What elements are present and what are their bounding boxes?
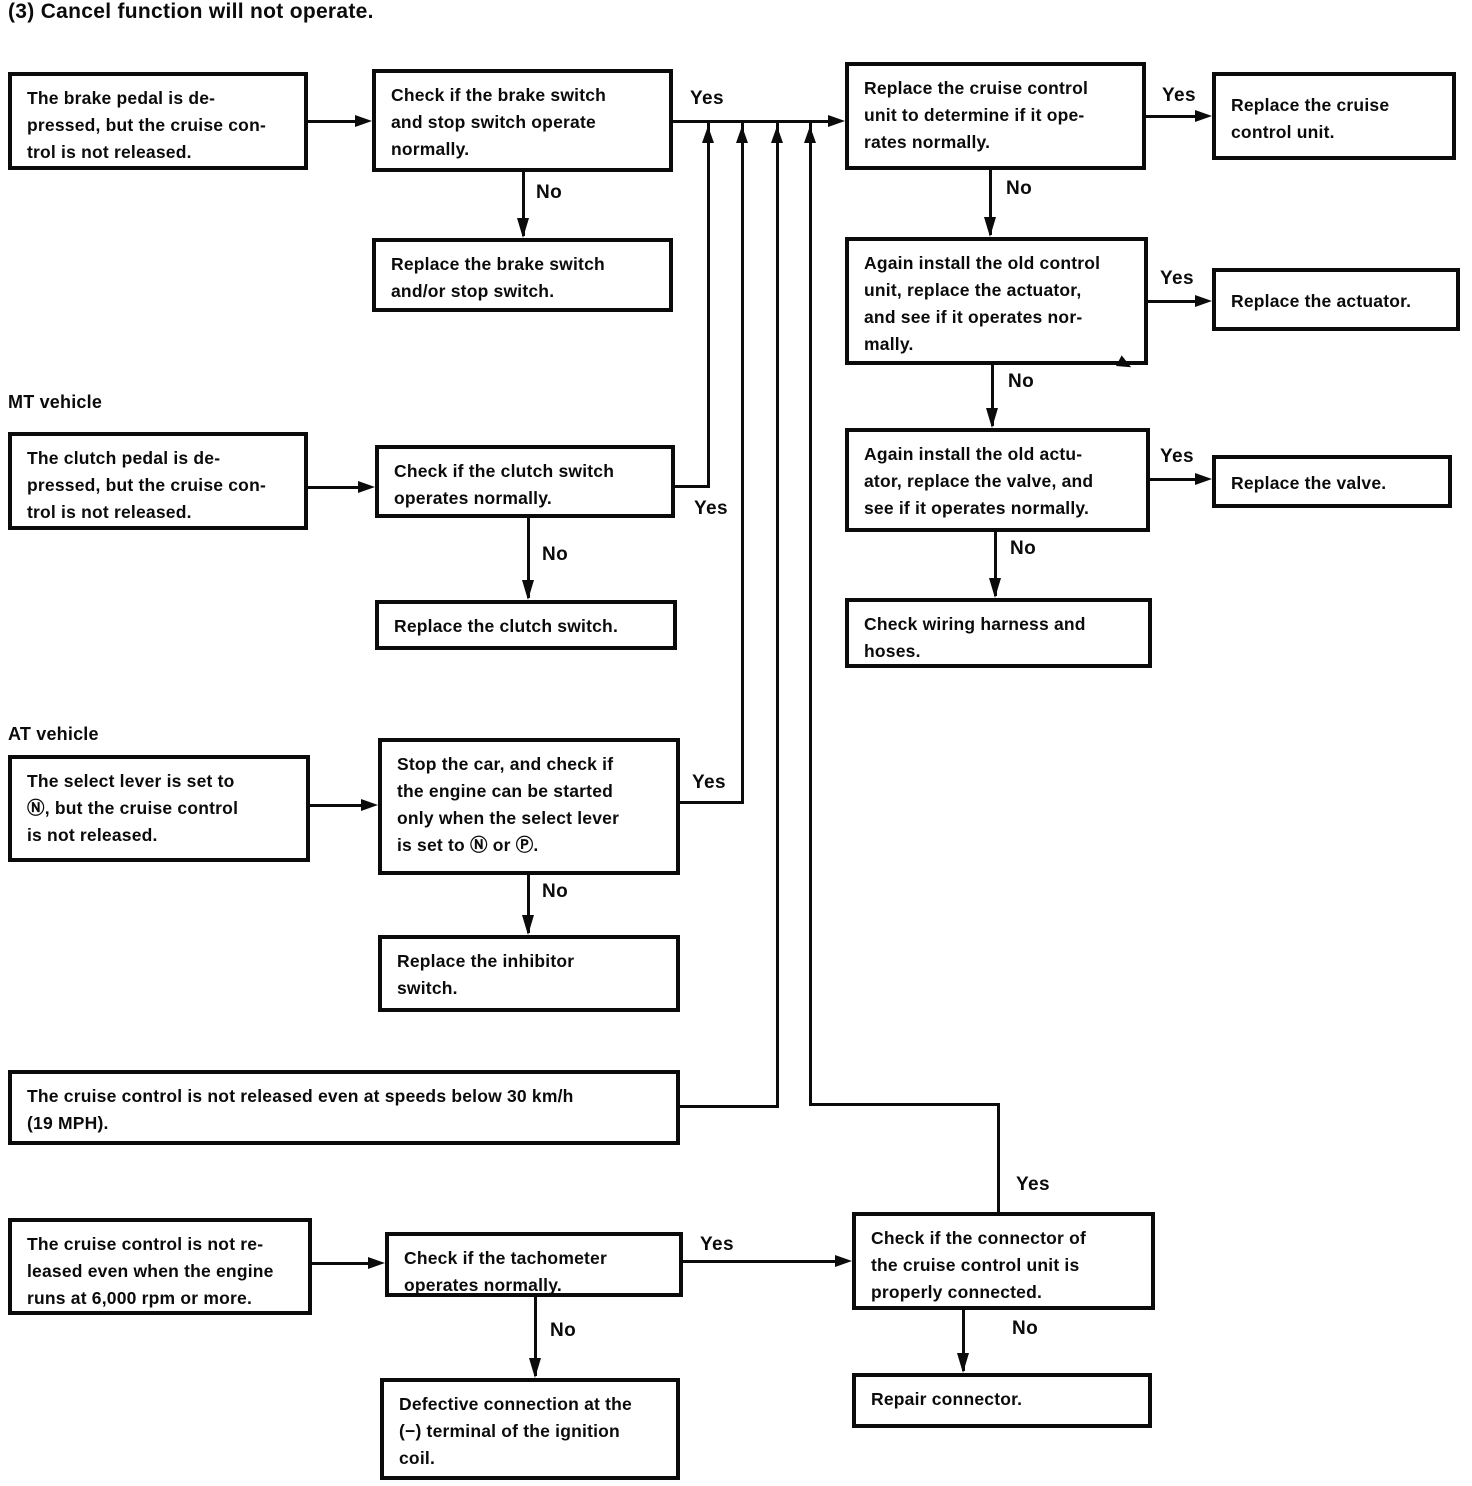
box-ignition-coil-defect: Defective connection at the (−) terminal… <box>380 1378 680 1480</box>
arrowhead-down <box>984 217 996 237</box>
connector-line <box>997 1105 1000 1212</box>
edge-label-no-valve: No <box>1010 538 1037 559</box>
arrowhead-down <box>529 1358 541 1378</box>
connector-line <box>989 170 992 235</box>
box-cruise-unit-replace: Replace the cruise control unit. <box>1212 72 1456 160</box>
connector-line <box>675 485 710 488</box>
connector-line <box>994 532 997 596</box>
arrowhead-right <box>835 1255 852 1267</box>
edge-label-no-select: No <box>542 881 569 902</box>
section-label-at: AT vehicle <box>8 724 99 744</box>
edge-label-no-connector: No <box>1012 1318 1039 1339</box>
box-brake-symptom: The brake pedal is de- pressed, but the … <box>8 72 308 170</box>
box-clutch-switch-replace: Replace the clutch switch. <box>375 600 677 650</box>
connector-line <box>680 801 744 804</box>
connector-line <box>680 1105 779 1108</box>
connector-line <box>741 123 744 802</box>
arrowhead-right <box>355 115 372 127</box>
arrowhead-down <box>522 580 534 600</box>
connector-line <box>809 123 812 1105</box>
edge-label-no-clutch: No <box>542 544 569 565</box>
connector-line <box>683 1260 838 1263</box>
box-cruise-unit-check: Replace the cruise control unit to deter… <box>845 62 1146 170</box>
arrowhead-right <box>358 481 375 493</box>
arrowhead-right <box>828 115 845 127</box>
box-connector-repair: Repair connector. <box>852 1373 1152 1428</box>
connector-line <box>673 120 831 123</box>
edge-label-no-actuator: No <box>1008 371 1035 392</box>
box-tachometer-check: Check if the tachometer operates normall… <box>385 1232 683 1297</box>
box-brake-switch-check: Check if the brake switch and stop switc… <box>372 69 673 172</box>
box-actuator-replace: Replace the actuator. <box>1212 268 1460 331</box>
box-actuator-check: Again install the old control unit, repl… <box>845 237 1148 365</box>
box-select-lever-check: Stop the car, and check if the engine ca… <box>378 738 680 875</box>
edge-label-yes-tachometer: Yes <box>700 1234 734 1255</box>
connector-line <box>1146 115 1198 118</box>
box-connector-check: Check if the connector of the cruise con… <box>852 1212 1155 1310</box>
connector-line <box>310 804 362 807</box>
connector-line <box>991 365 994 426</box>
box-brake-switch-replace: Replace the brake switch and/or stop swi… <box>372 238 673 312</box>
connector-line <box>522 172 525 236</box>
connector-line <box>1148 300 1200 303</box>
arrowhead-up <box>771 126 783 143</box>
arrowhead-up <box>804 126 816 143</box>
connector-line <box>527 875 530 933</box>
box-valve-replace: Replace the valve. <box>1212 455 1452 508</box>
arrowhead-right <box>361 799 378 811</box>
connector-line <box>308 120 360 123</box>
arrowhead-down <box>522 915 534 935</box>
connector-line <box>962 1310 965 1371</box>
connector-line <box>527 518 530 598</box>
connector-line <box>312 1262 370 1265</box>
connector-line <box>308 486 360 489</box>
arrowhead-up <box>736 126 748 143</box>
page-title: (3) Cancel function will not operate. <box>8 0 374 23</box>
box-valve-check: Again install the old actu- ator, replac… <box>845 428 1150 532</box>
arrowhead-right <box>368 1257 385 1269</box>
connector-line <box>776 123 779 1107</box>
edge-label-no-unit: No <box>1006 178 1033 199</box>
arrowhead-right <box>1195 295 1212 307</box>
connector-line <box>707 123 710 487</box>
box-high-rpm-symptom: The cruise control is not re- leased eve… <box>8 1218 312 1315</box>
connector-line <box>534 1297 537 1376</box>
edge-label-yes-actuator: Yes <box>1160 268 1194 289</box>
arrowhead-up <box>702 126 714 143</box>
box-low-speed-symptom: The cruise control is not released even … <box>8 1070 680 1145</box>
edge-label-yes-valve: Yes <box>1160 446 1194 467</box>
connector-line <box>1150 478 1200 481</box>
arrowhead-down <box>957 1353 969 1373</box>
box-clutch-symptom: The clutch pedal is de- pressed, but the… <box>8 432 308 530</box>
box-wiring-harness-check: Check wiring harness and hoses. <box>845 598 1152 668</box>
edge-label-yes-clutch: Yes <box>694 498 728 519</box>
arrowhead-right <box>1195 473 1212 485</box>
edge-label-yes-unit: Yes <box>1162 85 1196 106</box>
arrowhead-down <box>517 218 529 238</box>
edge-label-no-tachometer: No <box>550 1320 577 1341</box>
section-label-mt: MT vehicle <box>8 392 103 412</box>
box-inhibitor-switch-replace: Replace the inhibitor switch. <box>378 935 680 1012</box>
arrowhead-down <box>989 578 1001 598</box>
arrowhead-down <box>986 408 998 428</box>
edge-label-yes-connector: Yes <box>1016 1174 1050 1195</box>
edge-label-no-brake: No <box>536 182 563 203</box>
edge-label-yes-select: Yes <box>692 772 726 793</box>
arrowhead-right <box>1195 110 1212 122</box>
box-select-lever-symptom: The select lever is set to Ⓝ, but the cr… <box>8 755 310 862</box>
connector-line <box>809 1103 1000 1106</box>
box-clutch-switch-check: Check if the clutch switch operates norm… <box>375 445 675 518</box>
edge-label-yes-brake: Yes <box>690 88 724 109</box>
